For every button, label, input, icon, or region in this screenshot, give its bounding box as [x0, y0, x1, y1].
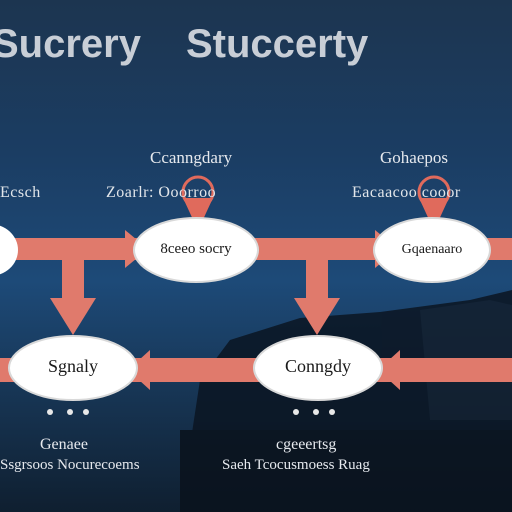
label-row-left: Ecsch — [0, 184, 41, 201]
caption-left-2: Ssgrsoos Nocurecoems — [0, 457, 140, 473]
node-bottom-left — [8, 335, 138, 401]
label-top-right: Gohaepos — [380, 148, 448, 167]
pin-center — [181, 175, 215, 232]
node-top-right — [373, 217, 491, 283]
label-top-center: Ccanngdary — [150, 148, 233, 167]
title-right: Stuccerty — [186, 22, 369, 66]
label-row-right: Eacaacoo cooor — [352, 184, 461, 201]
node-bottom-center — [253, 335, 383, 401]
caption-center-2: Saeh Tcocusmoess Ruag — [222, 457, 370, 473]
node-bottom-left-label: Sgnaly — [47, 356, 98, 376]
arrow-down-center — [294, 258, 340, 335]
caption-left-1: Genaee — [40, 436, 88, 453]
node-top-right-label: Gqaenaaro — [401, 242, 463, 257]
node-top-left — [0, 225, 18, 275]
background-silhouette — [180, 290, 512, 512]
title-left: Sucrery — [0, 22, 141, 66]
node-top-center — [133, 217, 259, 283]
dot-markers-center — [293, 409, 335, 415]
dot-markers-left — [47, 409, 89, 415]
label-row-center: Zoarlr: Ooorroo — [106, 184, 217, 201]
pin-right — [417, 175, 451, 232]
arrow-down-left — [50, 258, 96, 335]
node-bottom-center-label: Conngdy — [284, 356, 351, 376]
caption-center-1: cgeeertsg — [276, 436, 337, 453]
node-top-center-label: 8ceeo socry — [160, 241, 232, 257]
